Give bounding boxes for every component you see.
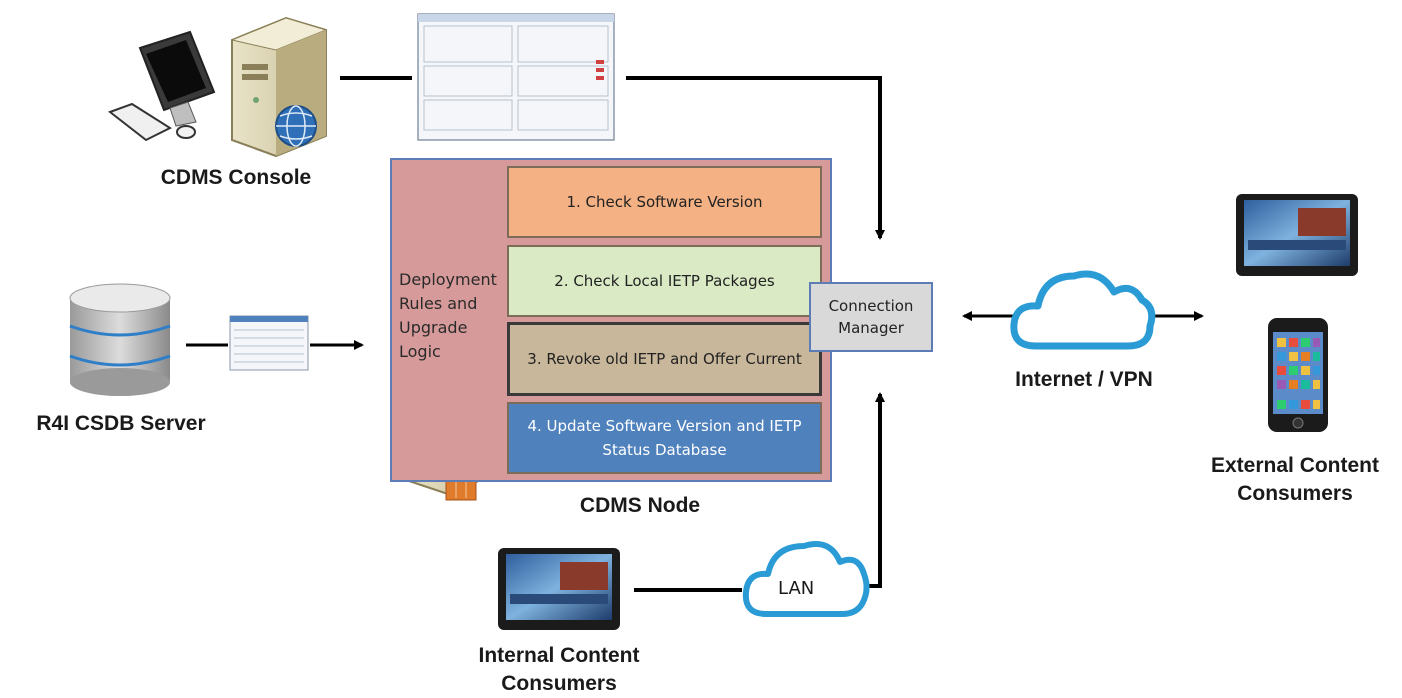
rules-line-4: Logic: [399, 342, 441, 361]
console-screenshot-thumbnail: [417, 13, 615, 141]
internal-consumers-label: Internal Content Consumers: [444, 642, 674, 698]
cdms-node-label: CDMS Node: [579, 494, 701, 517]
external-consumers-line-1: External Content: [1210, 454, 1380, 477]
external-phone-icon: [1268, 318, 1328, 432]
csdb-server-label: R4I CSDB Server: [36, 412, 206, 435]
lan-to-manager-arrow: [862, 392, 885, 588]
internet-cloud-icon: [1010, 270, 1156, 350]
connection-manager-line-1: Connection: [828, 297, 914, 315]
step-revoke-ietp: 3. Revoke old IETP and Offer Current: [507, 322, 822, 396]
step-check-software-version: 1. Check Software Version: [507, 166, 822, 238]
internet-vpn-label: Internet / VPN: [1015, 368, 1153, 391]
step-update-database: 4. Update Software Version and IETP Stat…: [507, 402, 822, 474]
step-4-text: 4. Update Software Version and IETP Stat…: [527, 417, 802, 459]
connection-manager-box: Connection Manager: [809, 282, 933, 352]
rules-line-3: Upgrade: [399, 318, 468, 337]
console-to-manager-arrow: [626, 76, 885, 240]
external-tablet-icon: [1236, 194, 1358, 276]
external-consumers-line-2: Consumers: [1237, 482, 1353, 505]
lan-label: LAN: [778, 578, 815, 599]
step-1-text: 1. Check Software Version: [566, 193, 763, 211]
rules-line-1: Deployment: [399, 270, 497, 289]
rules-line-2: Rules and: [399, 294, 478, 313]
csdb-screenshot-thumbnail: [229, 315, 309, 371]
external-consumers-label: External Content Consumers: [1180, 452, 1402, 508]
internal-tablet-icon: [498, 548, 620, 630]
cdms-console-label: CDMS Console: [160, 166, 312, 189]
step-3-text: 3. Revoke old IETP and Offer Current: [527, 350, 802, 368]
deployment-rules-label: Deployment Rules and Upgrade Logic: [399, 268, 497, 364]
database-icon: [69, 283, 171, 396]
connection-manager-line-2: Manager: [838, 319, 904, 337]
internal-consumers-line-1: Internal Content: [478, 644, 640, 667]
lan-cloud-icon: [742, 541, 870, 617]
internal-consumers-line-2: Consumers: [501, 672, 617, 695]
cdms-console-icon: [107, 16, 328, 158]
step-check-ietp-packages: 2. Check Local IETP Packages: [507, 245, 822, 317]
step-2-text: 2. Check Local IETP Packages: [554, 272, 775, 290]
